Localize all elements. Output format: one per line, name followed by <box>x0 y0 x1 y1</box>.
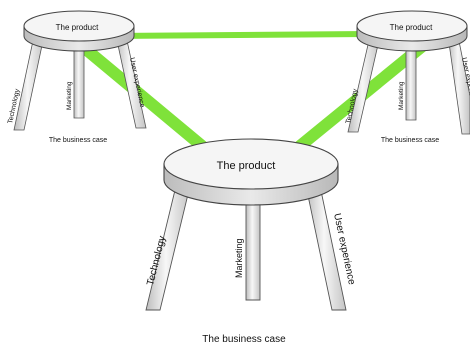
seat-label: The product <box>56 23 99 32</box>
leg-marketing <box>73 41 85 119</box>
stool-seat: The product <box>163 138 339 206</box>
leg-technology <box>145 185 191 311</box>
leg-marketing <box>405 41 417 121</box>
leg-label-marketing: Marketing <box>66 81 73 110</box>
stool-legs <box>145 185 347 311</box>
leg-marketing <box>245 197 261 301</box>
stool-legs <box>13 35 147 131</box>
stool-top-right: The product Technology Marketing User ex… <box>345 10 470 144</box>
stool-seat: The product <box>356 10 468 52</box>
stool-seat: The product <box>23 10 135 52</box>
seat-label: The product <box>390 23 433 32</box>
leg-technology <box>13 35 45 131</box>
stool-center: The product Technology Marketing User ex… <box>145 138 357 345</box>
connector-left-center <box>76 40 208 152</box>
stool-top-left: The product Technology Marketing User ex… <box>7 10 147 144</box>
seat-label: The product <box>217 160 276 172</box>
business-case-label: The business case <box>202 334 286 345</box>
leg-label-marketing: Marketing <box>398 81 405 110</box>
business-case-label: The business case <box>49 137 107 144</box>
business-case-label: The business case <box>381 137 439 144</box>
leg-label-marketing: Marketing <box>234 238 244 278</box>
connector-left-right <box>115 31 371 39</box>
